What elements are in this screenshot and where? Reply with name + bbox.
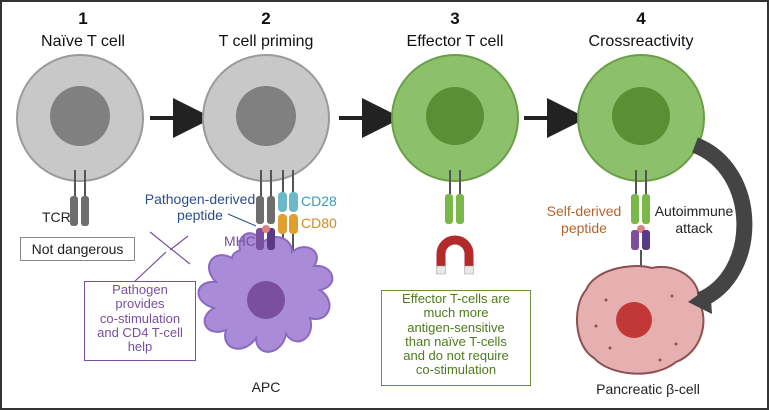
effector-note-line: much more	[423, 305, 489, 321]
step-4-number: 4	[636, 9, 646, 28]
pathogen-note-line: Pathogen	[112, 282, 168, 297]
cd28-label: CD28	[301, 193, 337, 209]
autoimmune-arrow-head	[688, 286, 712, 314]
cd28-receptor	[278, 170, 298, 212]
not-dangerous-box: Not dangerous	[20, 237, 135, 261]
tcr-receptor-2	[256, 170, 275, 224]
co-stim-bracket-tick	[169, 235, 189, 251]
pathogen-note-line: help	[127, 339, 153, 355]
co-stim-bracket-line	[149, 231, 191, 265]
magnet-icon	[436, 235, 474, 275]
apc-cell	[197, 232, 334, 353]
cd80-label: CD80	[301, 215, 337, 231]
mhc-molecule	[256, 225, 275, 250]
naive-t-cell	[16, 54, 144, 182]
step-3-number: 3	[450, 9, 459, 28]
pathogen-box-pointer	[132, 251, 167, 284]
pathogen-note-line: co-stimulation	[99, 310, 181, 326]
autoimmune-label-line1: Autoimmune	[655, 203, 734, 219]
step-2-title: T cell priming	[219, 33, 314, 50]
self-peptide-label-line1: Self-derived	[547, 203, 622, 219]
pancreatic-cell-label: Pancreatic β-cell	[596, 381, 700, 397]
peptide-dot	[262, 225, 270, 233]
effector-note-line: co-stimulation	[415, 362, 497, 378]
tcr-label: TCR	[42, 209, 71, 225]
apc-label: APC	[252, 379, 281, 395]
effector-note-line: antigen-sensitive	[407, 319, 505, 335]
not-dangerous-text: Not dangerous	[31, 241, 124, 257]
mhc-label: MHC	[224, 233, 256, 249]
step-1-title: Naïve T cell	[41, 33, 125, 50]
effector-note-line: and do not require	[403, 348, 509, 364]
crossreactive-t-cell	[577, 54, 705, 182]
autoimmune-attack-arrow	[691, 137, 753, 308]
effector-note-line: than naïve T-cells	[405, 333, 507, 349]
pathogen-peptide-label-line2: peptide	[177, 207, 223, 223]
self-mhc-molecule	[631, 225, 650, 268]
effector-note-line: Effector T-cells are	[402, 291, 510, 306]
step-1-number: 1	[78, 9, 87, 28]
self-peptide-label-line2: peptide	[561, 220, 607, 236]
tcr-receptor-4	[631, 170, 650, 224]
tcr-receptor-3	[445, 170, 464, 224]
pancreatic-beta-cell	[576, 265, 705, 375]
effector-note-box: Effector T-cells are much more antigen-s…	[381, 290, 531, 386]
priming-t-cell	[202, 54, 330, 182]
pathogen-note-line: provides	[115, 296, 165, 312]
cd80-ligand	[278, 214, 298, 252]
pathogen-peptide-label-line1: Pathogen-derived	[145, 191, 256, 207]
pathogen-note-box: Pathogen provides co-stimulation and CD4…	[84, 281, 196, 361]
tcr-receptor-1	[70, 170, 89, 226]
autoimmune-label-line2: attack	[675, 220, 713, 236]
effector-t-cell	[391, 54, 519, 182]
peptide-pointer-line	[227, 213, 257, 227]
pathogen-note-line: and CD4 T-cell	[97, 324, 183, 340]
step-3-title: Effector T cell	[407, 33, 504, 50]
step-4-title: Crossreactivity	[589, 33, 694, 50]
step-2-number: 2	[261, 9, 270, 28]
